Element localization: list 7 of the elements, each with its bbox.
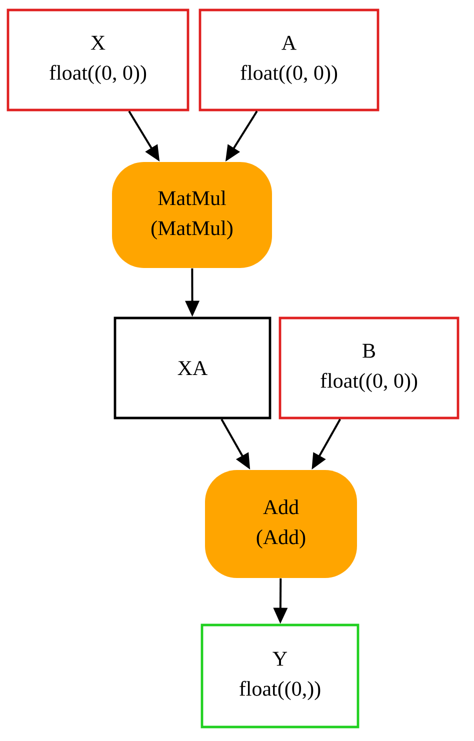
input-box: A float((0, 0)): [198, 8, 380, 112]
output-box: Y float((0,)): [200, 624, 360, 728]
input-box: B float((0, 0)): [278, 316, 460, 420]
input-box: X float((0, 0)): [6, 8, 190, 112]
operator-box: Add (Add): [205, 470, 357, 578]
tensor-box: XA: [114, 316, 272, 420]
operator-box: MatMul (MatMul): [112, 162, 272, 268]
